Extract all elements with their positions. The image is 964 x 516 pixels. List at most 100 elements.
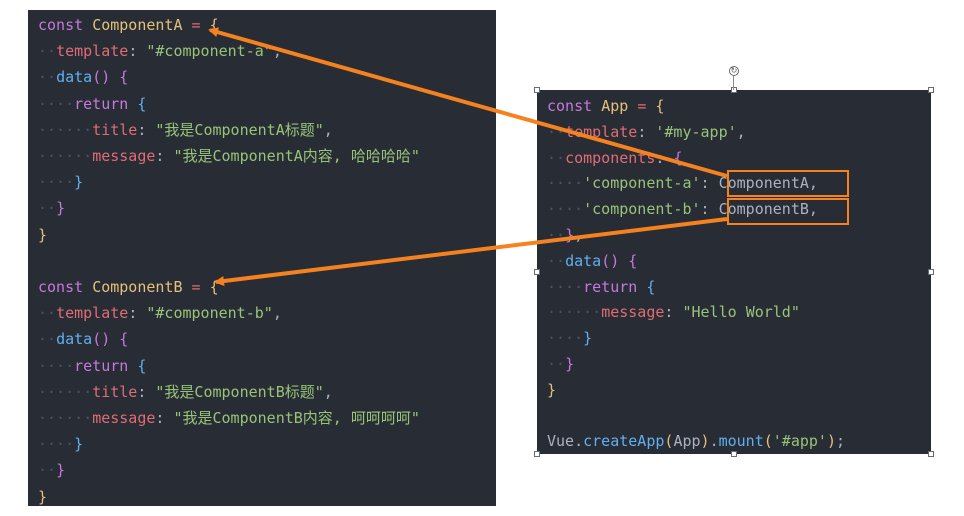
code-token: () — [601, 251, 620, 270]
code-token: ComponentA — [92, 16, 183, 34]
code-line: ··} — [547, 351, 574, 377]
code-token: 'component-b' — [583, 200, 701, 219]
whitespace-marker — [110, 330, 119, 348]
highlight-box-componenta — [727, 170, 849, 197]
code-line: ····} — [38, 169, 83, 195]
whitespace-marker: ···· — [547, 277, 584, 296]
whitespace-marker: ···· — [38, 435, 75, 454]
rotate-handle-stem — [733, 76, 734, 90]
code-token: message — [92, 409, 156, 427]
code-panel-app-definition[interactable]: const App = {··template: '#my-app',··com… — [537, 90, 931, 454]
code-token: "我是ComponentB内容, 呵呵呵呵" — [173, 409, 420, 427]
code-token: ( — [763, 432, 773, 451]
code-line: ··data() { — [547, 248, 637, 274]
resize-handle-bottom-left[interactable] — [534, 451, 540, 457]
code-line: ····'component-a': ComponentA, — [547, 170, 818, 196]
code-token: return — [583, 277, 638, 296]
code-line: ··components: { — [547, 145, 682, 171]
whitespace-marker — [83, 16, 92, 34]
whitespace-marker: ···· — [547, 200, 584, 219]
whitespace-marker: ·· — [547, 355, 566, 373]
code-token: "我是ComponentA内容, 哈哈哈哈" — [173, 147, 420, 165]
code-token: } — [38, 225, 48, 244]
code-token: ) — [700, 432, 710, 451]
code-token: ) — [826, 432, 836, 451]
whitespace-marker — [110, 68, 119, 86]
whitespace-marker: ·· — [38, 461, 57, 480]
code-token: , — [272, 42, 282, 61]
code-token: createApp — [583, 432, 665, 451]
code-line: ····return { — [38, 353, 146, 379]
whitespace-marker: ······ — [38, 382, 93, 401]
code-token: } — [74, 435, 84, 454]
code-line: ··}, — [547, 222, 583, 248]
whitespace-marker: ······ — [38, 409, 93, 427]
code-token: . — [574, 432, 584, 451]
whitespace-marker: ·· — [547, 148, 566, 167]
resize-handle-middle-left[interactable] — [534, 269, 540, 275]
code-token: = — [637, 97, 647, 115]
code-token: template — [56, 42, 129, 61]
code-token: } — [583, 329, 593, 348]
code-token: "我是ComponentB标题" — [155, 382, 324, 401]
code-line: ······message: "Hello World" — [547, 299, 800, 325]
code-token: ComponentB, — [718, 200, 818, 219]
whitespace-marker: ······ — [547, 303, 602, 322]
whitespace-marker: ·· — [547, 122, 566, 141]
whitespace-marker — [619, 252, 628, 270]
whitespace-marker — [128, 357, 137, 375]
code-line: } — [38, 222, 47, 248]
code-line: ··} — [38, 195, 65, 221]
code-token: "#component-b" — [146, 304, 273, 323]
code-line: ····return { — [547, 274, 655, 300]
resize-handle-top-center[interactable] — [731, 87, 737, 93]
code-token: { — [209, 16, 219, 34]
code-token: ComponentA, — [718, 174, 818, 193]
code-token: ( — [664, 432, 674, 451]
rotate-handle-icon[interactable]: ↻ — [729, 66, 739, 76]
code-token: : — [128, 304, 138, 323]
whitespace-marker: ·· — [38, 42, 57, 61]
code-token: { — [137, 356, 147, 375]
resize-handle-middle-right[interactable] — [928, 269, 934, 275]
code-token: : — [637, 122, 647, 141]
code-token: '#my-app' — [655, 122, 737, 141]
code-token: template — [56, 304, 129, 323]
code-token: return — [74, 356, 129, 375]
code-token: 'component-a' — [583, 174, 701, 193]
code-token: { — [655, 97, 665, 115]
whitespace-marker — [128, 95, 137, 113]
code-line: const App = { — [547, 93, 664, 119]
code-line: ····} — [547, 325, 592, 351]
resize-handle-bottom-right[interactable] — [928, 451, 934, 457]
whitespace-marker: ·· — [38, 68, 57, 87]
code-line: ····} — [38, 431, 83, 457]
resize-handle-top-left[interactable] — [534, 87, 540, 93]
code-token: components — [565, 148, 656, 167]
code-token: const — [38, 16, 84, 34]
whitespace-marker — [201, 278, 210, 296]
whitespace-marker: ···· — [38, 173, 75, 192]
whitespace-marker — [183, 16, 192, 34]
code-token: : — [137, 120, 147, 139]
code-token: '#app' — [772, 432, 827, 451]
code-line: ······message: "我是ComponentB内容, 呵呵呵呵" — [38, 405, 420, 431]
code-token: ComponentB — [92, 278, 183, 296]
code-token: , — [323, 382, 333, 401]
whitespace-marker — [592, 97, 601, 115]
code-line: ··} — [38, 457, 65, 483]
code-token: const — [547, 97, 593, 115]
resize-handle-top-right[interactable] — [928, 87, 934, 93]
code-token: : — [155, 409, 165, 427]
highlight-box-componentb — [727, 198, 849, 225]
code-line: ··template: "#component-b", — [38, 300, 282, 326]
code-line: ··data() { — [38, 326, 128, 352]
code-token: { — [209, 278, 219, 296]
resize-handle-bottom-center[interactable] — [731, 451, 737, 457]
code-line: ··template: '#my-app', — [547, 119, 746, 145]
code-token: () — [92, 330, 111, 349]
whitespace-marker: ···· — [547, 329, 584, 348]
whitespace-marker — [183, 278, 192, 296]
code-line: ····'component-b': ComponentB, — [547, 196, 818, 222]
code-token: App — [601, 97, 629, 115]
